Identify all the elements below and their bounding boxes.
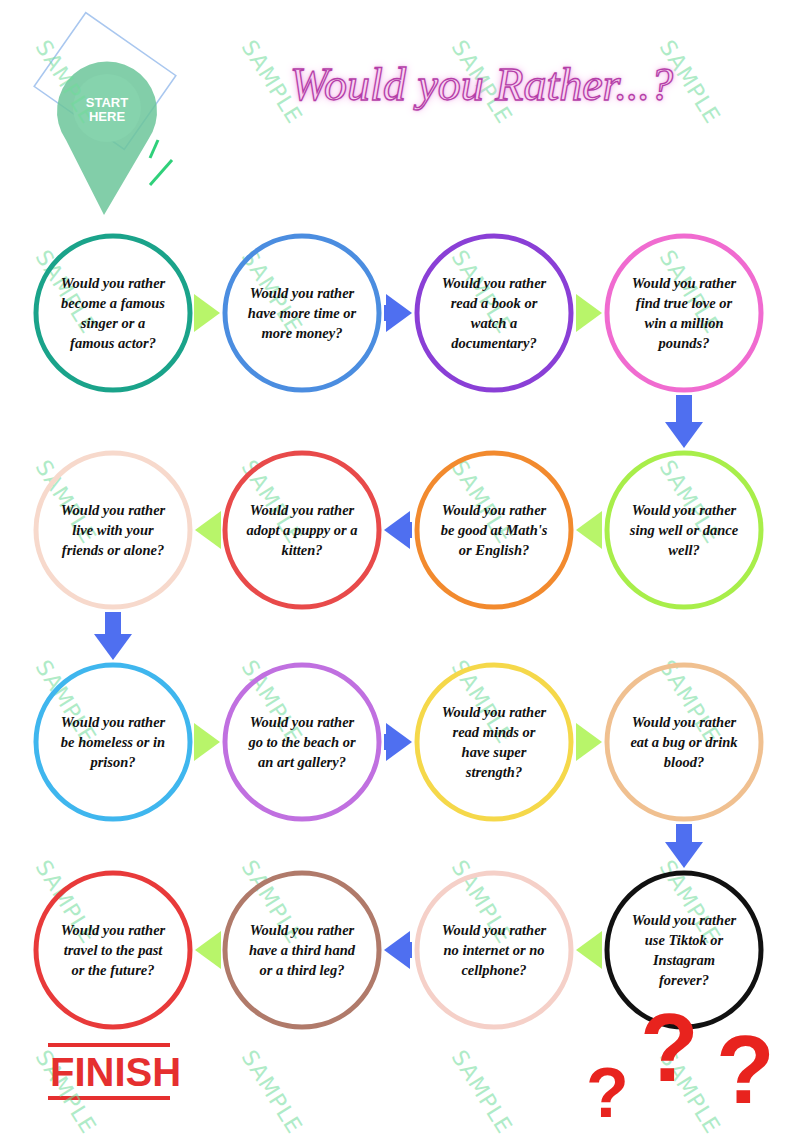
flow-arrow: [217, 522, 220, 538]
watermark: SAMPLE: [237, 1046, 308, 1139]
finish-label: FINISH: [50, 1052, 181, 1092]
flow-arrow: [406, 522, 412, 538]
question-circle: Would you rather adopt a puppy or a kitt…: [222, 450, 382, 610]
circle-ring: [36, 236, 190, 390]
flow-arrow: [105, 612, 121, 638]
circle-ring: [607, 453, 761, 607]
finish-bar: [48, 1043, 170, 1047]
circle-outline: [33, 233, 193, 393]
start-label: START HERE: [72, 96, 142, 123]
flow-arrow: [217, 942, 220, 958]
circle-outline: [604, 233, 764, 393]
question-circle: Would you rather go to the beach or an a…: [222, 662, 382, 822]
question-text: Would you rather become a famous singer …: [57, 273, 169, 353]
question-circle: Would you rather be homeless or in priso…: [33, 662, 193, 822]
question-mark: ?: [586, 1058, 629, 1128]
circle-outline: [414, 662, 574, 822]
question-circle: Would you rather find true love or win a…: [604, 233, 764, 393]
question-circle: Would you rather read a book or watch a …: [414, 233, 574, 393]
question-text: Would you rather use Tiktok or Instagram…: [628, 910, 740, 990]
question-circle: Would you rather have a third hand or a …: [222, 870, 382, 1030]
circle-outline: [414, 233, 574, 393]
watermark: SAMPLE: [447, 1046, 518, 1139]
question-text: Would you rather no internet or no cellp…: [438, 920, 550, 980]
circle-ring: [225, 665, 379, 819]
question-text: Would you rather read a book or watch a …: [438, 273, 550, 353]
flow-arrow: [406, 942, 412, 958]
question-circle: Would you rather read minds or have supe…: [414, 662, 574, 822]
question-text: Would you rather travel to the past or t…: [57, 920, 169, 980]
flow-arrow: [576, 734, 580, 750]
circle-ring: [417, 236, 571, 390]
question-mark: ?: [640, 1000, 699, 1096]
question-circle: Would you rather sing well or dance well…: [604, 450, 764, 610]
question-text: Would you rather live with your friends …: [57, 500, 169, 560]
question-text: Would you rather be good at Math's or En…: [438, 500, 550, 560]
question-text: Would you rather sing well or dance well…: [628, 500, 740, 560]
question-circle: Would you rather travel to the past or t…: [33, 870, 193, 1030]
circle-ring: [607, 236, 761, 390]
flow-arrow: [195, 734, 198, 750]
question-mark: ?: [716, 1022, 775, 1118]
circle-ring: [225, 873, 379, 1027]
circle-ring: [225, 236, 379, 390]
question-text: Would you rather go to the beach or an a…: [246, 712, 358, 772]
flow-arrow: [676, 824, 692, 846]
question-text: Would you rather adopt a puppy or a kitt…: [246, 500, 358, 560]
circle-ring: [36, 453, 190, 607]
question-text: Would you rather find true love or win a…: [628, 273, 740, 353]
question-text: Would you rather read minds or have supe…: [438, 702, 550, 782]
question-text: Would you rather be homeless or in priso…: [57, 712, 169, 772]
question-circle: Would you rather live with your friends …: [33, 450, 193, 610]
circle-ring: [607, 873, 761, 1027]
flow-arrow: [598, 522, 602, 538]
flow-arrow: [384, 734, 390, 750]
circle-ring: [607, 665, 761, 819]
question-circle: Would you rather eat a bug or drink bloo…: [604, 662, 764, 822]
flow-arrow: [384, 305, 390, 321]
question-circle: Would you rather have more time or more …: [222, 233, 382, 393]
pin-tick: [150, 140, 158, 158]
pin-tick: [150, 160, 172, 185]
question-text: Would you rather eat a bug or drink bloo…: [628, 712, 740, 772]
question-circle: Would you rather become a famous singer …: [33, 233, 193, 393]
diagram-title: Would you Rather...?: [290, 58, 673, 111]
flow-arrow: [598, 942, 602, 958]
circle-ring: [225, 453, 379, 607]
flow-arrow: [676, 395, 692, 426]
circle-ring: [36, 873, 190, 1027]
circle-ring: [417, 453, 571, 607]
flow-arrow: [576, 305, 580, 321]
question-text: Would you rather have a third hand or a …: [246, 920, 358, 980]
circle-ring: [36, 665, 190, 819]
question-circle: Would you rather no internet or no cellp…: [414, 870, 574, 1030]
question-circle: Would you rather be good at Math's or En…: [414, 450, 574, 610]
question-text: Would you rather have more time or more …: [246, 283, 358, 343]
circle-ring: [417, 873, 571, 1027]
flow-arrow: [195, 305, 198, 321]
circle-ring: [417, 665, 571, 819]
